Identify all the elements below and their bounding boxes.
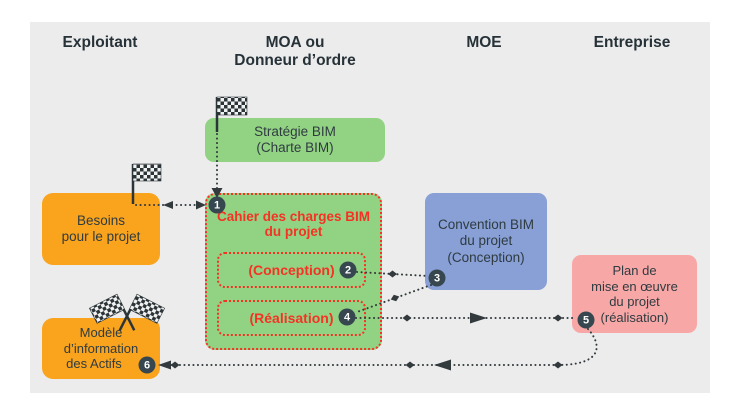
- column-header-moe: MOE: [394, 34, 574, 52]
- subbox-label: (Réalisation): [249, 310, 334, 326]
- step-badge-6: 6: [138, 356, 156, 374]
- subbox-conception: (Conception): [217, 252, 366, 288]
- box-strategie-bim: Stratégie BIM (Charte BIM): [205, 118, 385, 162]
- step-number: 2: [344, 264, 352, 276]
- box-text-line3: (Conception): [447, 249, 525, 265]
- box-text-line4: (réalisation): [600, 309, 669, 325]
- box-convention-bim: Convention BIM du projet (Conception): [425, 193, 547, 290]
- step-badge-3: 3: [428, 269, 446, 287]
- step-number: 5: [582, 314, 590, 326]
- step-badge-4: 4: [338, 308, 356, 326]
- column-label: MOE: [466, 34, 502, 51]
- box-text-line3: des Actifs: [66, 356, 122, 372]
- box-text-line1: Besoins: [76, 212, 126, 228]
- step-badge-5: 5: [577, 311, 595, 329]
- step-number: 1: [213, 199, 221, 211]
- box-cahier-des-charges: Cahier des charges BIM du projet (Concep…: [205, 193, 382, 350]
- box-text-line1: Stratégie BIM: [254, 123, 336, 139]
- box-text-line1: Plan de: [612, 263, 657, 278]
- column-label-line2: Donneur d’ordre: [234, 52, 356, 69]
- step-number: 3: [433, 272, 441, 284]
- box-text-line2: pour le projet: [61, 229, 141, 244]
- box-text-line2: d’information: [63, 340, 139, 356]
- step-badge-2: 2: [339, 261, 357, 279]
- column-label-line1: MOA ou: [265, 34, 325, 51]
- box-text-line1: Modèle: [79, 325, 123, 341]
- cahier-title-line1: Cahier des charges BIM: [216, 209, 371, 224]
- column-label: Exploitant: [62, 34, 138, 51]
- box-text-line3: du projet: [609, 294, 660, 309]
- box-text-line2: mise en œuvre: [591, 278, 678, 294]
- subbox-label: (Conception): [248, 262, 335, 278]
- column-label: Entreprise: [593, 34, 671, 51]
- column-header-moa: MOA ou Donneur d’ordre: [205, 34, 385, 70]
- step-badge-1: 1: [208, 196, 226, 214]
- box-besoins: Besoins pour le projet: [42, 193, 160, 265]
- column-header-exploitant: Exploitant: [10, 34, 190, 52]
- column-header-entreprise: Entreprise: [542, 34, 722, 52]
- box-text-line2: (Charte BIM): [256, 140, 334, 155]
- box-text-line2: du projet: [459, 233, 513, 249]
- box-text-line1: Convention BIM: [437, 216, 535, 232]
- cahier-title-line2: du projet: [264, 224, 323, 239]
- step-number: 4: [343, 311, 351, 323]
- cahier-title: Cahier des charges BIM du projet: [207, 209, 380, 239]
- step-number: 6: [143, 359, 151, 371]
